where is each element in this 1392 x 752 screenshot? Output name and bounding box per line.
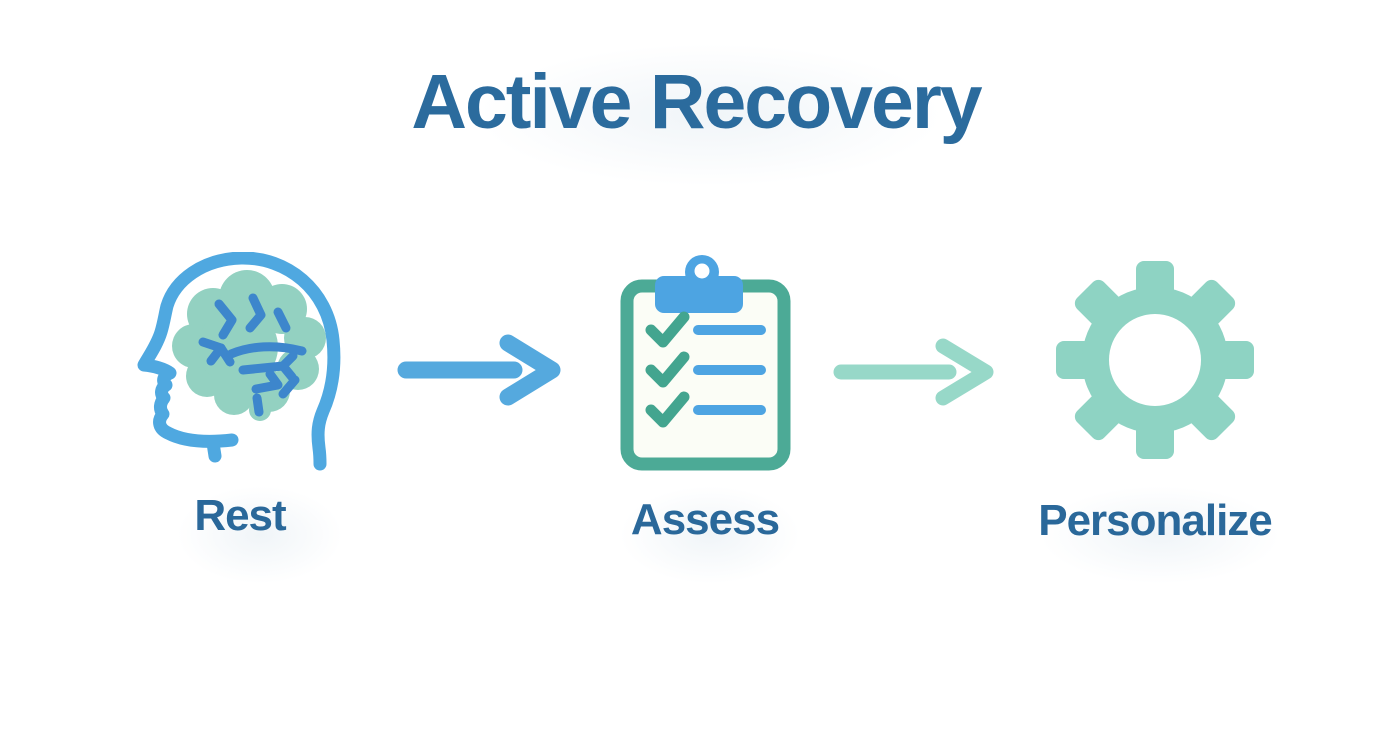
- flow-arrow-blue-icon: [397, 334, 561, 406]
- gear-icon: [1056, 261, 1254, 459]
- chin-tick: [206, 436, 222, 463]
- flow-arrow-mint-icon: [833, 338, 994, 406]
- clipboard-clip: [654, 255, 743, 313]
- step-label-personalize: Personalize: [1038, 496, 1273, 545]
- checklist: [645, 311, 766, 428]
- step-assess: Assess: [580, 246, 830, 545]
- step-label-rest: Rest: [194, 491, 286, 540]
- clipboard-checklist-icon: [620, 255, 790, 471]
- gear-hole: [1109, 314, 1201, 406]
- brain-folds: [198, 293, 307, 417]
- step-personalize: Personalize: [1030, 258, 1280, 546]
- step-rest: Rest: [115, 252, 365, 541]
- step-label-assess: Assess: [630, 495, 780, 544]
- head-brain-icon: [137, 252, 341, 471]
- page-title: Active Recovery: [411, 59, 982, 145]
- head-outline: [137, 252, 341, 471]
